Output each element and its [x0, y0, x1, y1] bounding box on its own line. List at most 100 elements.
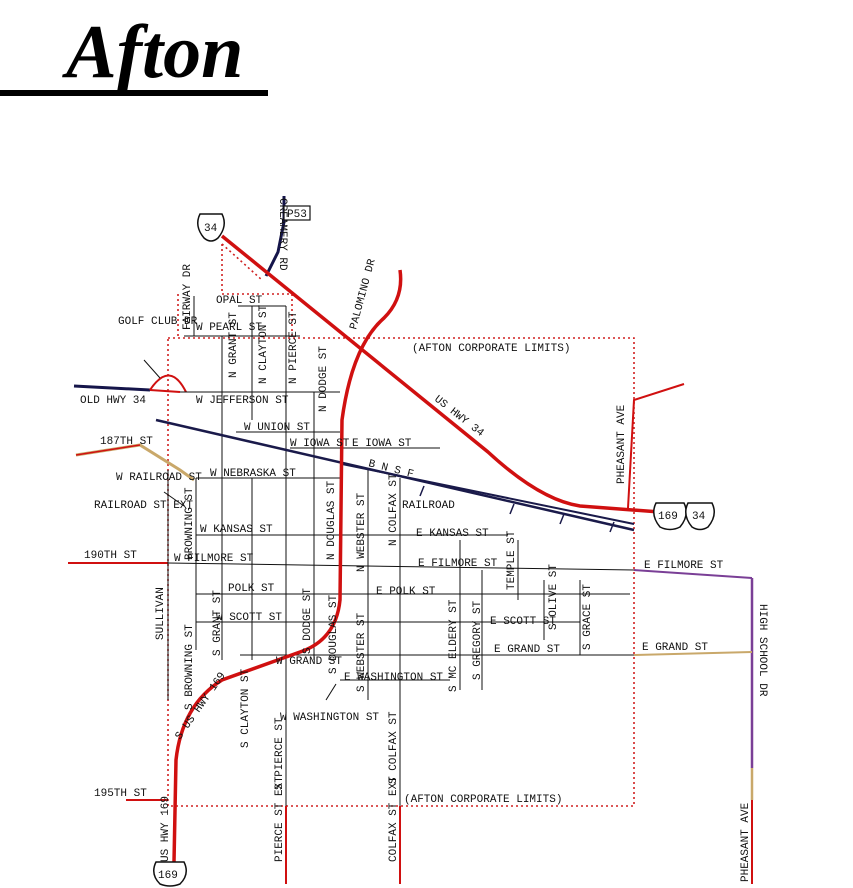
grand-st-east-road — [633, 651, 753, 656]
label-corporate-limits-bottom: (AFTON CORPORATE LIMITS) — [404, 794, 562, 806]
label-n-pierce-st: N PIERCE ST — [288, 311, 300, 384]
label-w-pearl-st: W PEARL ST — [196, 322, 262, 334]
label-railroad: RAILROAD — [402, 500, 455, 512]
label-s-dodge-st: S DODGE ST — [302, 588, 314, 654]
label-195th-st: 195TH ST — [94, 788, 147, 800]
old-hwy-34-red — [149, 389, 181, 393]
label-s-grant-st: S GRANT ST — [212, 590, 224, 656]
label-e-filmore-st: E FILMORE ST — [418, 558, 498, 570]
label-palomino-dr: PALOMINO DR — [348, 257, 378, 331]
corporate-limits-north-diagonal — [221, 243, 263, 281]
label-e-kansas-st: E KANSAS ST — [416, 528, 489, 540]
golf-club-pointer — [143, 359, 161, 379]
label-mceldery-st: S MC ELDERY ST — [448, 599, 460, 692]
label-n-grant-st: N GRANT ST — [228, 312, 240, 378]
railroad-tick-1 — [419, 485, 425, 497]
us169-shield-bottom-number: 169 — [158, 870, 178, 882]
label-w-railroad-st: W RAILROAD ST — [116, 472, 202, 484]
label-gregory-st: S GREGORY ST — [472, 600, 484, 680]
railroad-st-pointer — [163, 491, 185, 507]
us34-shield-top-shape — [197, 213, 225, 242]
p53-shield-box — [283, 205, 311, 221]
highways — [172, 234, 661, 863]
label-n-webster-st: N WEBSTER ST — [356, 492, 368, 572]
title-underline — [0, 90, 268, 96]
label-w-iowa-st: W IOWA ST — [290, 438, 350, 450]
label-e-iowa-st: E IOWA ST — [352, 438, 412, 450]
map-title: Afton — [66, 10, 244, 94]
label-pointers — [143, 359, 337, 701]
label-w-nebraska-st: W NEBRASKA ST — [210, 468, 296, 480]
label-temple-st: TEMPLE ST — [506, 530, 518, 590]
label-w-jefferson-st: W JEFFERSON ST — [196, 395, 289, 407]
label-us34: US HWY 34 — [432, 394, 487, 440]
p53-shield: P53 — [283, 205, 311, 221]
label-s-webster-st: S WEBSTER ST — [356, 612, 368, 692]
label-pierce-st-ext: PIERCE ST EXT — [274, 776, 286, 862]
label-w-filmore-st: W FILMORE ST — [174, 553, 254, 565]
label-e-grand-st: E GRAND ST — [494, 644, 560, 656]
label-pheasant-ave: PHEASANT AVE — [616, 404, 628, 484]
label-e-grand-st-east: E GRAND ST — [642, 642, 708, 654]
label-corporate-limits-top: (AFTON CORPORATE LIMITS) — [412, 343, 570, 355]
label-w-grand-st: W GRAND ST — [276, 656, 342, 668]
label-creamery-rd: CREAMERY RD — [276, 198, 288, 271]
label-187th-st: 187TH ST — [100, 436, 153, 448]
railroad-track-b — [341, 463, 635, 525]
bnsf-railroad — [155, 418, 635, 533]
label-olive-st: S OLIVE ST — [548, 564, 560, 630]
label-w-kansas-st: W KANSAS ST — [200, 524, 273, 536]
us34-shield-top: 34 — [197, 213, 225, 242]
label-w-washington-st: W WASHINGTON ST — [280, 712, 379, 724]
label-n-dodge-st: N DODGE ST — [318, 346, 330, 412]
label-golf-club-dr: GOLF CLUB DR — [118, 316, 198, 328]
label-e-washington-st: E WASHINGTON ST — [344, 672, 443, 684]
street-labels: (AFTON CORPORATE LIMITS) (AFTON CORPORAT… — [80, 198, 768, 882]
street-filmore — [167, 562, 635, 571]
street-grid — [167, 296, 635, 806]
label-190th-st: 190TH ST — [84, 550, 137, 562]
label-w-scott-st: W SCOTT ST — [216, 612, 282, 624]
us-hwy-34-route — [220, 234, 661, 514]
label-pheasant-ave-south: PHEASANT AVE — [740, 802, 752, 882]
p53-shield-label: P53 — [287, 209, 307, 221]
label-s-pierce-st: S PIERCE ST — [274, 717, 286, 790]
us169-shield-bottom-shape — [153, 861, 187, 887]
label-polk-st: POLK ST — [228, 583, 275, 595]
golf-club-dr-road — [149, 374, 187, 393]
pheasant-ave-road — [627, 383, 685, 509]
label-browning-st: BROWNING ST — [184, 487, 196, 560]
label-us-hwy-169: S US HWY 169 — [173, 671, 228, 743]
corporate-limits-main — [167, 337, 635, 807]
label-s-douglas-st: S DOUGLAS ST — [328, 594, 340, 674]
railroad-tick-3 — [559, 513, 565, 525]
label-s-colfax-st: S COLFAX ST — [388, 711, 400, 784]
label-w-union-st: W UNION ST — [244, 422, 310, 434]
label-e-filmore-st-east: E FILMORE ST — [644, 560, 724, 572]
label-old-hwy-34: OLD HWY 34 — [80, 395, 146, 407]
label-colfax-st-ext: COLFAX ST EXT — [388, 776, 400, 862]
railroad-tick-4 — [609, 521, 615, 533]
label-n-douglas-st: N DOUGLAS ST — [326, 480, 338, 560]
us169-shield-east: 169 — [653, 502, 687, 531]
label-e-scott-st: E SCOTT ST — [490, 616, 556, 628]
us169-shield-bottom: 169 — [153, 861, 187, 887]
label-n-colfax-st: N COLFAX ST — [388, 473, 400, 546]
label-e-polk-st: E POLK ST — [376, 586, 436, 598]
label-grace-st: S GRACE ST — [582, 584, 594, 650]
us169-shield-east-number: 169 — [658, 511, 678, 523]
railroad-tick-2 — [509, 503, 515, 515]
corporate-limits-north-lobe — [221, 244, 293, 338]
label-sullivan: SULLIVAN — [155, 587, 167, 640]
us34-shield-east-shape — [685, 502, 715, 531]
label-railroad-st-ext: RAILROAD ST EXT — [94, 500, 193, 512]
old-hwy-34-road — [73, 384, 151, 392]
label-s-clayton-st: S CLAYTON ST — [240, 668, 252, 748]
e-filmore-east-road — [633, 569, 753, 579]
us34-shield-top-number: 34 — [204, 223, 218, 235]
187th-st-red — [75, 444, 141, 456]
us34-shield-east-number: 34 — [692, 511, 706, 523]
label-us-hwy-169-south: US HWY 169 — [160, 796, 172, 862]
